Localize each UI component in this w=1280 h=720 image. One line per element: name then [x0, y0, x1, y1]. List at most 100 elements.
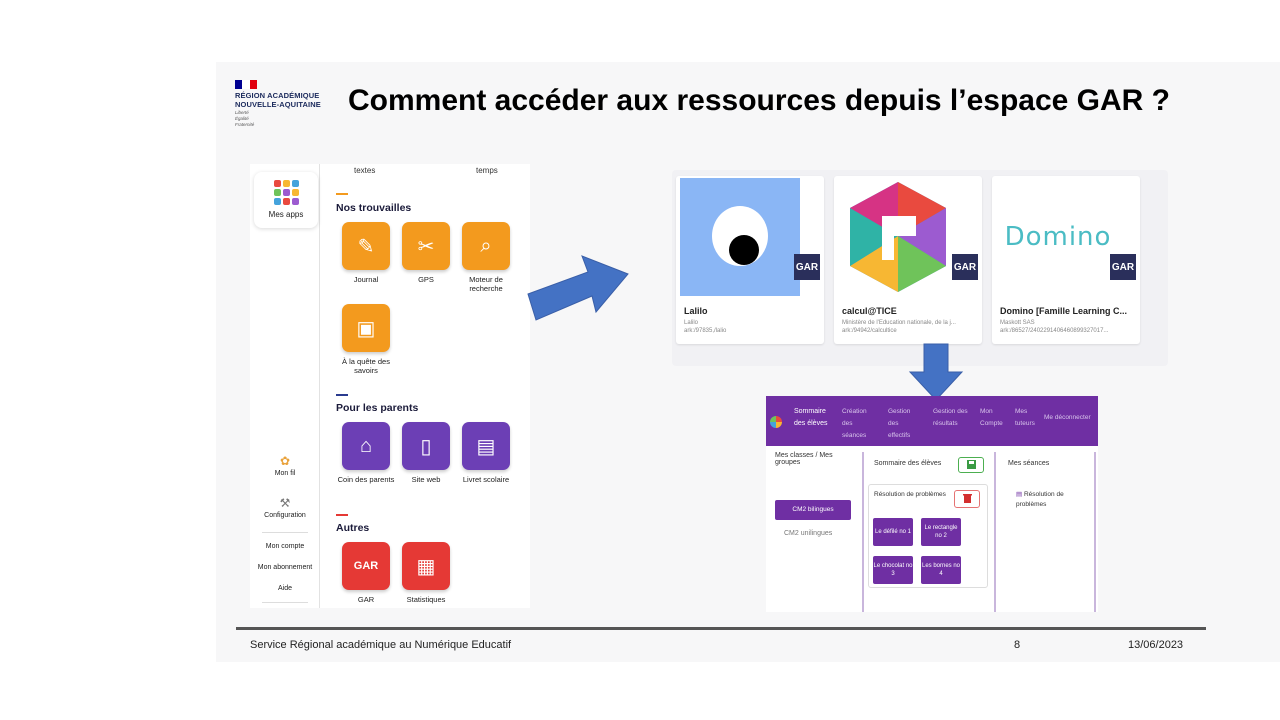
- apps-grid-dot: [273, 189, 281, 196]
- apps-grid-icon: [273, 180, 299, 205]
- class-cm2-unilingues[interactable]: CM2 unilingues: [784, 530, 833, 537]
- seances-nav-bar: Sommaire des élèves Création des séances…: [766, 396, 1098, 446]
- nav-mes-tuteurs[interactable]: Mes tuteurs: [1015, 408, 1035, 427]
- resource-name: Lalilo: [684, 306, 708, 316]
- logo-motto-1: Liberté: [235, 110, 249, 115]
- gar-badge: GAR: [1110, 254, 1136, 280]
- seance-tile[interactable]: Le chocolat no 3: [873, 556, 913, 584]
- save-icon: [967, 460, 976, 469]
- journal-icon: ✎: [342, 222, 390, 270]
- app-label: Statistiques: [406, 595, 446, 604]
- domino-logo: Domino: [996, 178, 1116, 296]
- sidebar-link-configuration[interactable]: ⚒ Configuration: [252, 496, 318, 519]
- sidebar-link-aide[interactable]: Aide: [277, 585, 292, 592]
- resource-id: ark:/97835,/lalio: [684, 328, 727, 334]
- footer-date: 13/06/2023: [1128, 639, 1184, 651]
- chart-icon: ▦: [402, 542, 450, 590]
- apps-grid-dot: [282, 189, 290, 196]
- hexagon-logo-icon: [850, 182, 946, 292]
- seance-tile[interactable]: Le rectangle no 2: [921, 518, 961, 546]
- gar-badge: GAR: [794, 254, 820, 280]
- sidebar-link-mon-abonnement[interactable]: Mon abonnement: [257, 564, 313, 571]
- resource-publisher: Lalilo: [684, 320, 699, 326]
- calcultice-logo: [838, 178, 958, 296]
- gar-icon: GAR: [342, 542, 390, 590]
- mes-apps-label: Mes apps: [268, 210, 304, 219]
- section-accent-bar: [336, 514, 348, 516]
- app-quete-des-savoirs[interactable]: ▣ À la quête des savoirs: [336, 304, 396, 375]
- resource-card-calcultice[interactable]: GAR calcul@TICE Ministère de l'Education…: [834, 176, 982, 344]
- nav-gestion-resultats[interactable]: Gestion des résultats: [933, 408, 968, 427]
- seance-tile[interactable]: Les bornes no 4: [921, 556, 961, 584]
- slide-title: Comment accéder aux ressources depuis l’…: [348, 84, 1170, 117]
- gar-badge: GAR: [952, 254, 978, 280]
- app-logo-icon: [770, 416, 782, 428]
- sidebar-link-label: Mon fil: [274, 470, 296, 477]
- resource-publisher: Maskott SAS: [1000, 320, 1035, 326]
- mes-apps-button[interactable]: Mes apps: [254, 172, 318, 228]
- trash-icon: [963, 494, 972, 503]
- section-title-parents: Pour les parents: [336, 402, 419, 414]
- app-journal[interactable]: ✎ Journal: [336, 222, 396, 284]
- sidebar-link-mon-fil[interactable]: ✿ Mon fil: [252, 454, 318, 477]
- section-title-trouvailles: Nos trouvailles: [336, 202, 412, 214]
- class-cm2-bilingues[interactable]: CM2 bilingues: [775, 500, 851, 520]
- sidebar-link-label: Configuration: [264, 512, 306, 519]
- app-gar[interactable]: GAR GAR: [336, 542, 396, 604]
- phone-icon: ▯: [402, 422, 450, 470]
- ent-sidebar: Mes apps ✿ Mon fil ⚒ Configuration Mon c…: [250, 164, 320, 608]
- section-accent-bar: [336, 193, 348, 195]
- nav-deconnecter[interactable]: Me déconnecter: [1044, 414, 1091, 421]
- cut-app-label: temps: [476, 166, 498, 175]
- save-button[interactable]: [958, 457, 984, 473]
- nav-sommaire-eleves[interactable]: Sommaire des élèves: [794, 408, 828, 427]
- app-label: Livret scolaire: [462, 475, 510, 484]
- arrow-right-icon: [527, 255, 629, 321]
- seance-tile[interactable]: Le défilé no 1: [873, 518, 913, 546]
- list-icon: ▤: [1016, 491, 1024, 498]
- resource-publisher: Ministère de l'Education nationale, de l…: [842, 320, 956, 326]
- resource-id: ark:/86527/2402291406460899327017...: [1000, 328, 1109, 334]
- app-label: À la quête des savoirs: [342, 357, 390, 375]
- nav-mon-compte[interactable]: Mon Compte: [980, 408, 1003, 427]
- french-flag-icon: [235, 80, 257, 89]
- seance-list-item[interactable]: ▤ Résolution de problèmes: [1016, 490, 1080, 510]
- app-livret-scolaire[interactable]: ▤ Livret scolaire: [456, 422, 516, 484]
- sidebar-link-mon-compte[interactable]: Mon compte: [265, 543, 305, 550]
- app-moteur-de-recherche[interactable]: ⌕ Moteur de recherche: [456, 222, 516, 293]
- nav-gestion-effectifs[interactable]: Gestion des effectifs: [888, 408, 911, 439]
- gar-resources-panel: GAR Lalilo Lalilo ark:/97835,/lalio GAR …: [672, 170, 1168, 366]
- app-site-web[interactable]: ▯ Site web: [396, 422, 456, 484]
- app-coin-des-parents[interactable]: ⌂ Coin des parents: [336, 422, 396, 484]
- lalilo-eye-icon: [712, 206, 768, 266]
- rooster-icon: ✿: [279, 454, 291, 468]
- app-label: Coin des parents: [337, 475, 395, 484]
- app-label: Site web: [411, 475, 441, 484]
- footer-page-number: 8: [1014, 639, 1021, 651]
- resource-card-lalilo[interactable]: GAR Lalilo Lalilo ark:/97835,/lalio: [676, 176, 824, 344]
- nav-creation-seances[interactable]: Création des séances: [842, 408, 867, 439]
- resource-name: calcul@TICE: [842, 306, 897, 316]
- app-gps[interactable]: ✂ GPS: [396, 222, 456, 284]
- seances-column-title: Mes séances: [1008, 460, 1050, 467]
- apps-grid-dot: [291, 198, 299, 205]
- group-title: Résolution de problèmes: [874, 491, 946, 498]
- house-icon: ⌂: [342, 422, 390, 470]
- domino-logo-text: Domino: [1004, 222, 1112, 252]
- classes-column-title: Mes classes / Mes groupes: [775, 452, 833, 466]
- apps-grid-dot: [273, 180, 281, 187]
- delete-button[interactable]: [954, 490, 980, 508]
- arrow-down-icon: [908, 343, 964, 401]
- resource-name: Domino [Famille Learning C...: [1000, 306, 1128, 316]
- logo-line-2: NOUVELLE-AQUITAINE: [235, 100, 321, 109]
- cut-app-label: textes: [354, 166, 376, 175]
- booklet-icon: ▤: [462, 422, 510, 470]
- resource-card-domino[interactable]: Domino GAR Domino [Famille Learning C...…: [992, 176, 1140, 344]
- telescope-icon: ⌕: [462, 222, 510, 270]
- app-statistiques[interactable]: ▦ Statistiques: [396, 542, 456, 604]
- sidebar-divider: [262, 532, 308, 533]
- app-label: Journal: [353, 275, 379, 284]
- lalilo-logo: [680, 178, 800, 296]
- resource-id: ark:/94942/calcultice: [842, 328, 897, 334]
- region-logo: RÉGION ACADÉMIQUE NOUVELLE-AQUITAINE Lib…: [235, 80, 339, 132]
